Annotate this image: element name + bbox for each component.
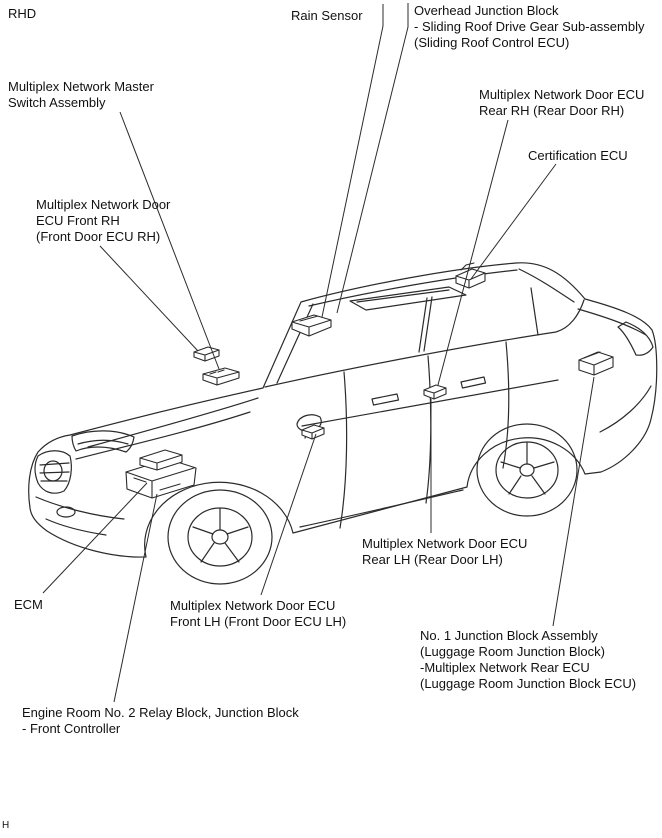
page-footer-mark: H (2, 820, 10, 831)
front-door-seam (339, 371, 348, 529)
sunroof (349, 286, 467, 311)
leader-no1-junction-block (552, 376, 595, 627)
callout-ecm: ECM (14, 597, 43, 613)
hood-crease-1 (87, 397, 259, 448)
roof-drip-rail (308, 269, 518, 307)
callout-text: (Sliding Roof Control ECU) (414, 35, 570, 50)
callout-multiplex-master-switch: Multiplex Network Master Switch Assembly (8, 79, 154, 111)
leader-certification-ecu (470, 163, 557, 280)
headlight-inner (77, 439, 129, 445)
engine-bay-relay-ecm-component (125, 449, 197, 499)
rear-door-handle (460, 376, 487, 389)
lower-intake (45, 518, 107, 536)
callout-text: Rear RH (Rear Door RH) (479, 103, 625, 118)
callout-text: Certification ECU (528, 148, 628, 163)
callout-text: (Luggage Room Junction Block) (420, 644, 605, 659)
callout-overhead-junction-block: Overhead Junction Block - Sliding Roof D… (414, 3, 644, 51)
door-ecu-front-rh-component (193, 346, 220, 362)
drive-type-label: RHD (8, 6, 37, 21)
callout-door-ecu-rear-rh: Multiplex Network Door ECU Rear RH (Rear… (479, 87, 644, 119)
callout-door-ecu-front-lh: Multiplex Network Door ECU Front LH (Fro… (170, 598, 346, 630)
fog-lamp (56, 506, 76, 518)
callout-rain-sensor: Rain Sensor (291, 8, 363, 24)
callout-text: ECU Front RH (36, 213, 120, 228)
callout-text: Multiplex Network Door (36, 197, 171, 212)
rear-wheel (476, 423, 578, 517)
rear-bumper-seam (599, 385, 652, 433)
side-character-line (301, 379, 559, 427)
beltline (264, 299, 585, 388)
callout-text: (Luggage Room Junction Block ECU) (420, 676, 637, 691)
overhead-junction-block-component (291, 314, 332, 337)
leader-engine-room-relay-block (113, 493, 158, 703)
door-ecu-rear-component (423, 384, 447, 400)
brand-emblem (43, 460, 63, 482)
leader-door-ecu-front-lh (260, 433, 317, 596)
headlight (71, 430, 135, 453)
callout-text: Multiplex Network Door ECU (362, 536, 528, 551)
callout-text: Switch Assembly (8, 95, 106, 110)
front-door-handle (371, 393, 400, 406)
callout-text: Multiplex Network Door ECU (479, 87, 645, 102)
callout-text: ECM (14, 597, 43, 612)
callout-engine-room-relay-block: Engine Room No. 2 Relay Block, Junction … (22, 705, 299, 737)
callout-text: Engine Room No. 2 Relay Block, Junction … (22, 705, 299, 720)
b-pillar (418, 296, 433, 353)
leader-overhead-junction-block (336, 3, 409, 314)
callout-text: Multiplex Network Door ECU (170, 598, 336, 613)
callout-text: Rain Sensor (291, 8, 363, 23)
hood-crease-2 (75, 411, 251, 460)
callout-certification-ecu: Certification ECU (528, 148, 628, 164)
callout-text: - Front Controller (22, 721, 121, 736)
no1-junction-block-component (578, 351, 614, 376)
leader-door-ecu-rear-rh (437, 119, 509, 386)
door-ecu-front-lh-component (301, 424, 325, 440)
callout-text: -Multiplex Network Rear ECU (420, 660, 590, 675)
rear-lamp (617, 321, 654, 356)
car-body-outline (28, 262, 658, 558)
callout-door-ecu-front-rh: Multiplex Network Door ECU Front RH (Fro… (36, 197, 170, 245)
bumper-seam (35, 496, 125, 520)
sunroof-inner (356, 289, 450, 303)
center-door-seam (425, 355, 432, 504)
leader-rain-sensor (321, 4, 384, 318)
callout-text: Front LH (Front Door ECU LH) (170, 614, 347, 629)
trunk-seam (577, 308, 647, 336)
leader-master-switch (119, 111, 220, 370)
callout-no1-junction-block: No. 1 Junction Block Assembly (Luggage R… (420, 628, 636, 692)
callout-text: Overhead Junction Block (414, 3, 559, 18)
leader-ecm (42, 482, 148, 594)
master-switch-component (202, 367, 240, 386)
rear-glass-inner (518, 268, 575, 303)
leader-door-ecu-front-rh (99, 245, 199, 352)
callout-text: Rear LH (Rear Door LH) (362, 552, 503, 567)
rear-door-seam (502, 341, 510, 469)
car-illustration (28, 262, 658, 585)
callout-door-ecu-rear-lh: Multiplex Network Door ECU Rear LH (Rear… (362, 536, 527, 568)
rocker-sill-line (299, 489, 464, 528)
grille (34, 450, 72, 494)
callout-text: Multiplex Network Master (8, 79, 154, 94)
quarter-window-divider (530, 287, 539, 336)
leader-lines (42, 3, 595, 703)
callout-text: (Front Door ECU RH) (36, 229, 161, 244)
component-markers (125, 262, 614, 499)
certification-ecu-component (455, 262, 486, 289)
callout-text: - Sliding Roof Drive Gear Sub-assembly (414, 19, 645, 34)
front-wheel (167, 489, 273, 585)
callout-text: No. 1 Junction Block Assembly (420, 628, 598, 643)
